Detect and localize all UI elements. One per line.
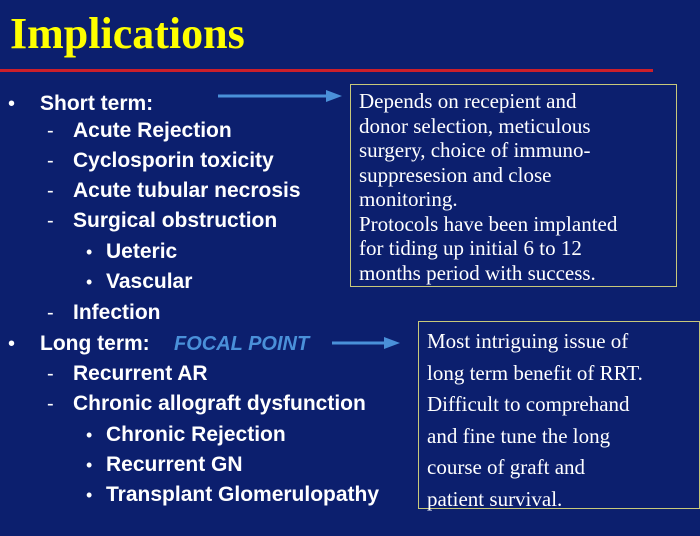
arrow-right-icon: [332, 337, 400, 349]
focal-point-label: FOCAL POINT: [174, 333, 310, 355]
list-item-recurrent-ar: Recurrent AR: [73, 362, 208, 385]
sub-item-transplant-glomerulopathy: Transplant Glomerulopathy: [106, 483, 380, 506]
dash-marker: -: [47, 180, 54, 202]
title-underline-rule: [0, 69, 653, 72]
short-term-note-box: Depends on recepient and donor selection…: [350, 84, 677, 287]
list-item-infection: Infection: [73, 301, 161, 324]
note-line: long term benefit of RRT.: [427, 360, 643, 385]
list-item-acute-rejection: Acute Rejection: [73, 119, 232, 142]
note-line: Most intriguing issue of: [427, 329, 629, 353]
list-item-chronic-allograft-dysfunction: Chronic allograft dysfunction: [73, 392, 366, 415]
note-line: course of graft and: [427, 455, 586, 479]
note-line: Protocols have been implanted: [359, 211, 618, 236]
long-term-note-box: Most intriguing issue of long term benef…: [418, 321, 700, 511]
sub-item-chronic-rejection: Chronic Rejection: [106, 423, 286, 446]
dash-marker: -: [47, 120, 54, 142]
sub-item-vascular: Vascular: [106, 270, 193, 293]
long-term-heading: Long term:: [40, 332, 150, 355]
sub-bullet-marker: •: [86, 425, 93, 445]
note-line: and fine tune the long: [427, 423, 611, 448]
bullet-marker: •: [8, 93, 16, 115]
note-line: donor selection, meticulous: [359, 113, 591, 138]
sub-bullet-marker: •: [86, 455, 93, 475]
sub-item-ueteric: Ueteric: [106, 240, 178, 263]
list-item-cyclosporin-toxicity: Cyclosporin toxicity: [73, 149, 274, 172]
dash-marker: -: [47, 210, 54, 232]
arrow-right-icon: [218, 90, 342, 102]
bullet-marker: •: [8, 333, 16, 355]
dash-marker: -: [47, 302, 54, 324]
note-line: for tiding up initial 6 to 12: [359, 236, 582, 260]
slide-title: Implications: [10, 9, 245, 58]
list-item-surgical-obstruction: Surgical obstruction: [73, 209, 278, 232]
sub-item-recurrent-gn: Recurrent GN: [106, 453, 243, 476]
sub-bullet-marker: •: [86, 242, 93, 262]
note-line: Depends on recepient and: [359, 89, 577, 113]
dash-marker: -: [47, 393, 54, 415]
sub-bullet-marker: •: [86, 485, 93, 505]
short-term-heading: Short term:: [40, 92, 154, 115]
dash-marker: -: [47, 363, 54, 385]
note-line: patient survival.: [427, 486, 563, 511]
note-line: suppresesion and close: [359, 162, 552, 187]
sub-bullet-marker: •: [86, 272, 93, 292]
note-line: surgery, choice of immuno-: [359, 138, 591, 162]
list-item-acute-tubular-necrosis: Acute tubular necrosis: [73, 179, 301, 202]
note-line: monitoring.: [359, 187, 458, 211]
note-line: months period with success.: [359, 260, 596, 285]
dash-marker: -: [47, 150, 54, 172]
note-line: Difficult to comprehand: [427, 392, 630, 416]
